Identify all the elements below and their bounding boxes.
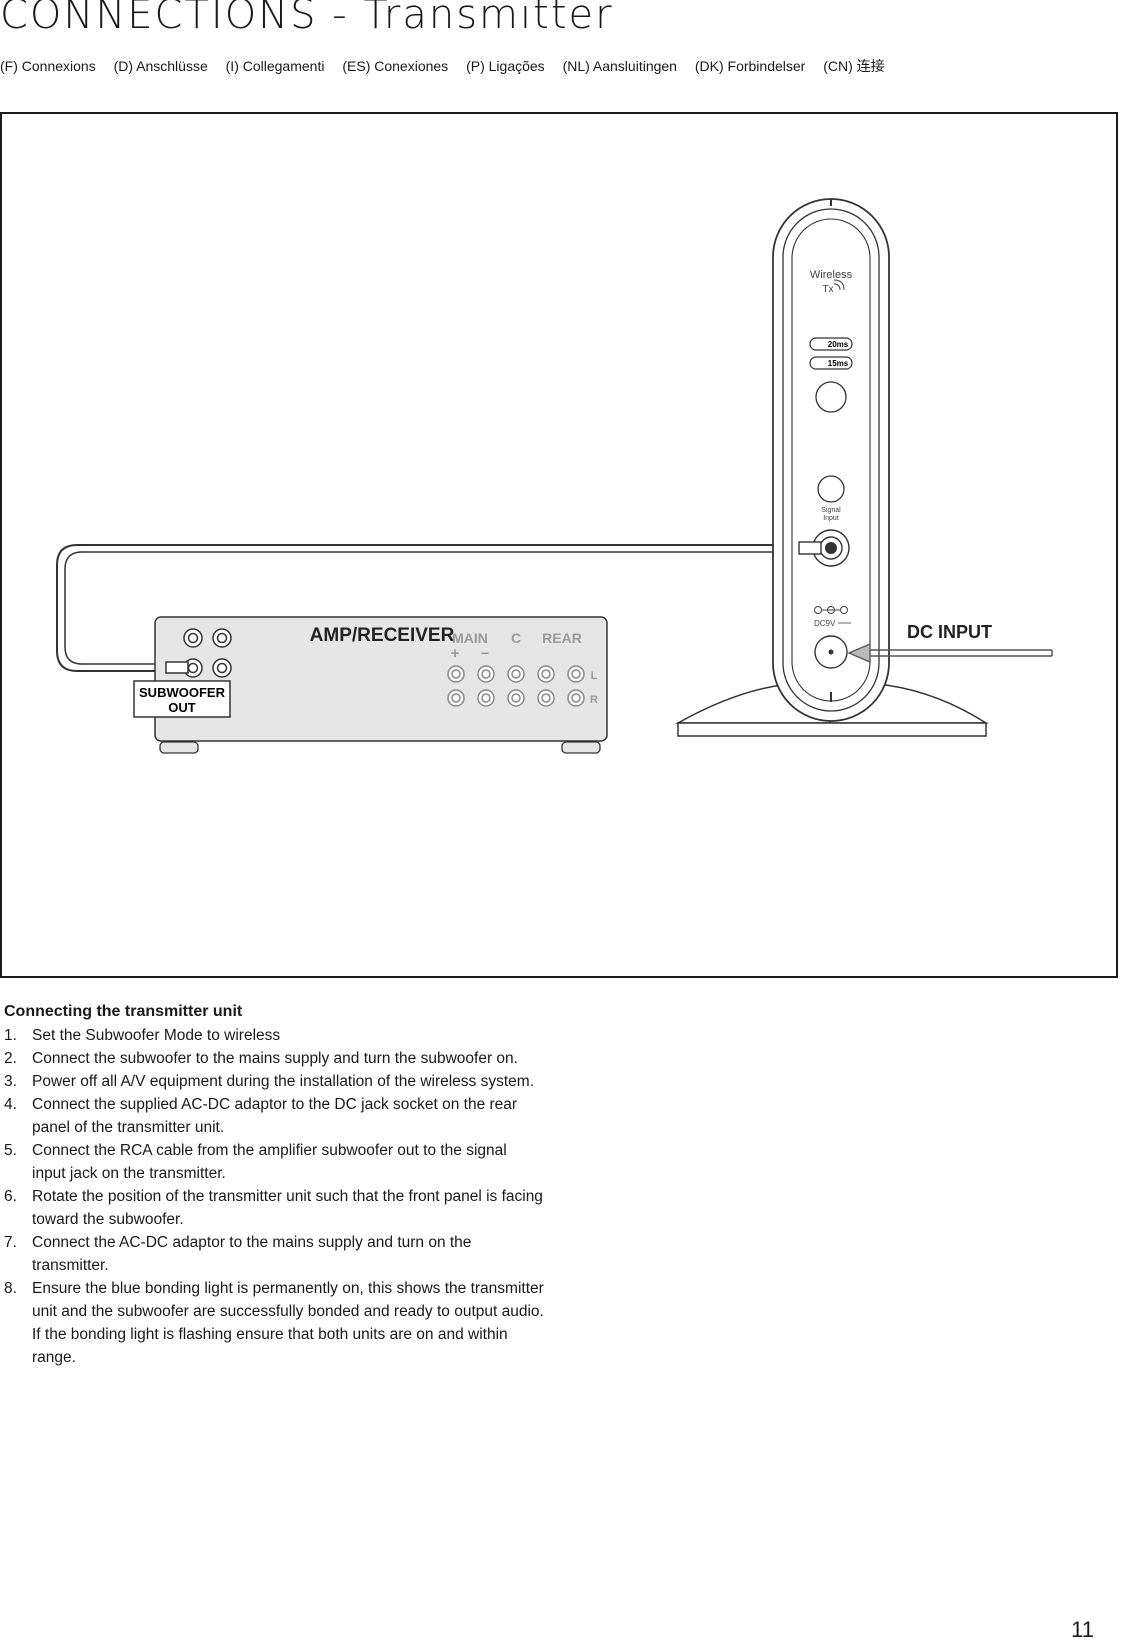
step-item: 8. Ensure the blue bonding light is perma… <box>4 1277 544 1369</box>
polarity-icon <box>814 606 848 614</box>
subwoofer-out-label-2: OUT <box>168 700 196 715</box>
lang-spanish: (ES) Conexiones <box>342 58 449 74</box>
rca-plug-signal-input <box>798 541 822 555</box>
lang-dutch: (NL) Aansluitingen <box>562 58 677 74</box>
rca-plug-sub-out <box>165 661 189 674</box>
center-label: C <box>511 630 521 646</box>
step-text: Connect the AC-DC adaptor to the mains s… <box>32 1234 472 1274</box>
step-text: Set the Subwoofer Mode to wireless <box>32 1027 281 1044</box>
amp-foot-right <box>561 741 601 754</box>
connection-diagram-svg: AMP/RECEIVER SUBWOOFER OUT MAIN C REAR <box>56 198 1053 754</box>
rca-cable <box>56 544 802 672</box>
amp-foot-left <box>159 741 199 754</box>
step-text: Connect the subwoofer to the mains suppl… <box>32 1050 518 1067</box>
page-title: CONNECTIONS - Transmitter <box>0 0 614 38</box>
speaker-terminals <box>447 665 585 707</box>
tx-wireless-label: Wireless <box>810 269 853 281</box>
step-number: 4. <box>4 1096 17 1113</box>
step-text: Power off all A/V equipment during the i… <box>32 1073 535 1090</box>
step-text: Ensure the blue bonding light is permane… <box>32 1280 544 1366</box>
tx-tx-label: Tx <box>822 284 833 295</box>
step-item: 5. Connect the RCA cable from the amplifi… <box>4 1139 544 1185</box>
lang-french: (F) Connexions <box>0 58 96 74</box>
transmitter-unit: Wireless Tx 20ms 15ms Signal Input <box>675 198 989 737</box>
step-item: 2. Connect the subwoofer to the mains sup… <box>4 1047 544 1070</box>
step-number: 3. <box>4 1073 17 1090</box>
step-number: 2. <box>4 1050 17 1067</box>
amp-receiver-label: AMP/RECEIVER <box>310 625 455 646</box>
main-label: MAIN <box>452 630 488 646</box>
lang-portuguese: (P) Ligações <box>466 58 545 74</box>
step-number: 8. <box>4 1280 17 1297</box>
step-item: 6. Rotate the position of the transmitter… <box>4 1185 544 1231</box>
mode-15ms-label: 15ms <box>828 359 849 368</box>
input-label: Input <box>823 515 839 522</box>
mode-20ms-indicator <box>809 337 853 351</box>
step-number: 1. <box>4 1027 17 1044</box>
plus-label: + <box>451 645 460 662</box>
wireless-signal-icon <box>833 279 845 291</box>
step-number: 6. <box>4 1188 17 1205</box>
pairing-button <box>815 381 847 413</box>
step-text: Connect the supplied AC-DC adaptor to th… <box>32 1096 518 1136</box>
instructions-heading: Connecting the transmitter unit <box>4 1003 243 1020</box>
step-number: 7. <box>4 1234 17 1251</box>
dc-input-label: DC INPUT <box>907 622 992 642</box>
left-channel-label: L <box>591 670 598 682</box>
amp-receiver: AMP/RECEIVER SUBWOOFER OUT MAIN C REAR <box>133 616 608 754</box>
minus-label: − <box>481 645 489 661</box>
subwoofer-out-label: SUBWOOFER <box>139 685 226 700</box>
lang-danish: (DK) Forbindelser <box>694 58 806 74</box>
signal-label: Signal <box>821 507 841 514</box>
step-item: 1. Set the Subwoofer Mode to wireless <box>4 1024 544 1047</box>
step-text: Rotate the position of the transmitter u… <box>32 1188 543 1228</box>
step-number: 5. <box>4 1142 17 1159</box>
instructions: Connecting the transmitter unit 1. Set th… <box>4 1000 544 1369</box>
lang-german: (D) Anschlüsse <box>113 58 208 74</box>
status-led <box>817 475 845 503</box>
mode-15ms-indicator <box>809 356 853 370</box>
lang-italian: (I) Collegamenti <box>225 58 325 74</box>
step-text: Connect the RCA cable from the amplifier… <box>32 1142 507 1182</box>
dc-input-arrow <box>847 643 1053 663</box>
lang-chinese: (CN) 连接 <box>823 58 885 74</box>
dc9v-label: DC9V <box>814 619 836 628</box>
step-item: 7. Connect the AC-DC adaptor to the mains… <box>4 1231 544 1277</box>
steps-list: 1. Set the Subwoofer Mode to wireless 2. C… <box>4 1024 544 1369</box>
connection-diagram: AMP/RECEIVER SUBWOOFER OUT MAIN C REAR <box>0 112 1118 978</box>
language-list: (F) Connexions (D) Anschlüsse (I) Colleg… <box>0 56 899 76</box>
page-number: 11 <box>1071 1617 1094 1642</box>
step-item: 3. Power off all A/V equipment during the… <box>4 1070 544 1093</box>
step-item: 4. Connect the supplied AC-DC adaptor to … <box>4 1093 544 1139</box>
mode-20ms-label: 20ms <box>828 340 849 349</box>
rear-label: REAR <box>542 630 582 646</box>
right-channel-label: R <box>590 694 598 706</box>
